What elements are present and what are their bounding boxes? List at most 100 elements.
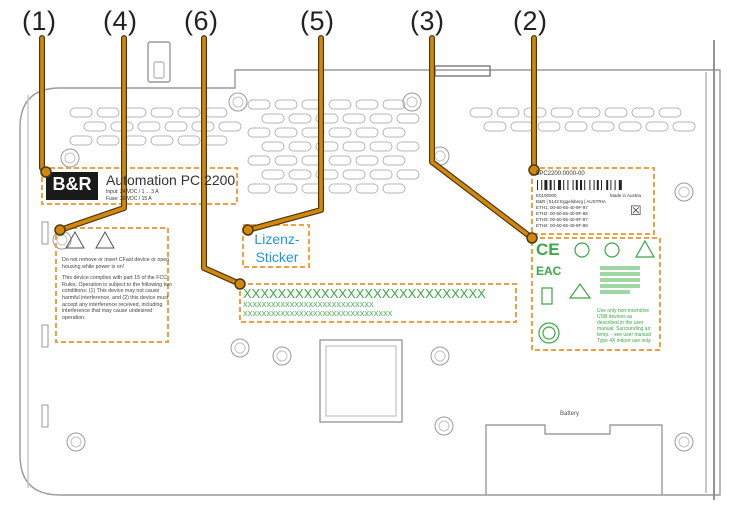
approval-text-line [600,284,640,288]
screw-head [674,182,694,202]
leader-5 [246,36,323,232]
screw-hole [678,186,690,198]
type-label-box [531,167,655,235]
barcode-bar [614,180,616,190]
esd-icon [65,230,85,249]
vent-slot [123,135,147,146]
screw-hole [438,420,450,432]
leader-5-outline [245,35,324,233]
vent-slot [137,121,161,132]
barcode-bar [601,180,602,190]
rcm-icon [568,282,592,299]
vent-slot [355,99,379,110]
warning-text: Do not remove or insert CFast device or … [62,257,172,321]
eth4-mac: ETH4: 00-60-65-40-9F-88 [536,223,588,228]
barcode-bar [606,180,609,190]
vent-slot [355,155,379,166]
product-name: Automation PC 2200 [106,172,236,188]
vent-slot [164,121,188,132]
vent-slot [274,99,298,110]
barcode [537,180,622,190]
vent-slot [355,127,379,138]
vent-slot [218,121,242,132]
kc-icon [541,287,553,305]
barcode-bar [537,180,538,190]
vent-slot [261,113,285,124]
vent-slot [150,135,174,146]
serial-line-3: XXXXXXXXXXXXXXXXXXXXXXXXXXXXXXXX [243,311,393,318]
leader-3 [430,36,534,240]
ul-icon-1 [574,242,590,258]
ul-icon-2 [604,242,620,258]
vent-slot [537,121,561,132]
barcode-bar [596,180,599,190]
approval-text-line [600,278,640,282]
screw-head [230,338,250,358]
barcode-bar [575,180,578,190]
barcode-bar [580,180,582,190]
screw-head [430,346,450,366]
vent-slot [396,141,420,152]
warning-text-1: Do not remove or insert CFast device or … [62,257,170,270]
serial-line-2: XXXXXXXXXXXXXXXXXXXXXXXXXXXX [243,302,374,309]
screw-hole [70,436,82,448]
screw-head [674,432,694,452]
input-rating: Input: 24 VDC / 1 ... 3 A [106,189,159,195]
vent-slot [672,121,696,132]
nameplate-box [41,167,238,205]
screw-hole [64,152,76,164]
vent-slot [247,99,271,110]
vent-slot [288,169,312,180]
screw-head [66,432,86,452]
fuse-rating: Fuse: 30 VDC / 15 A [106,196,152,202]
top-tab-hole [153,61,165,79]
vent-slot [315,141,339,152]
vent-slot [396,169,420,180]
screw-hole [56,234,68,246]
vent-slot [247,155,271,166]
battery-label: Battery [560,411,580,417]
callout-5-label: (5) [300,6,335,36]
ce-mark: CE [536,240,560,259]
center-cover [319,339,403,423]
screw-head [60,148,80,168]
leader-3-outline [429,35,535,241]
eth2-mac: ETH2: 00-60-65-40-9F-88 [536,211,588,216]
leader-lines [39,35,540,290]
approval-text-blocks [600,266,640,294]
vent-slot [342,113,366,124]
leader-6-dot [234,278,246,290]
vent-slot [177,135,201,146]
approval-text-line [600,272,640,276]
vent-slot [355,183,379,194]
serial-field-box [239,283,517,323]
callout-4-label: (4) [103,6,138,36]
barcode-bar [572,180,574,190]
vent-slot [631,107,655,118]
vent-slot [328,127,352,138]
vent-slot [658,107,682,118]
leader-6 [202,36,242,286]
vent-slots [69,99,696,194]
warning-box [55,227,169,343]
screw-hole [232,96,244,108]
label-outlines [41,167,661,351]
vent-slot [83,121,107,132]
screw-head [228,92,248,112]
vent-slot [315,169,339,180]
screw-head [402,92,422,112]
vent-slot [247,183,271,194]
eac-mark: EAC [536,264,562,278]
license-sticker-line1: Lizenz- [254,231,300,247]
vent-slot [604,107,628,118]
br-logo [46,172,98,200]
callout-1-label: (1) [22,6,57,36]
weee-bin-icon: ☒ [630,203,642,218]
vent-slot [261,169,285,180]
vent-slot [342,141,366,152]
leader-4-dot [54,224,66,236]
vent-slot [369,113,393,124]
screw-hole [234,342,246,354]
vent-slot [204,107,228,118]
